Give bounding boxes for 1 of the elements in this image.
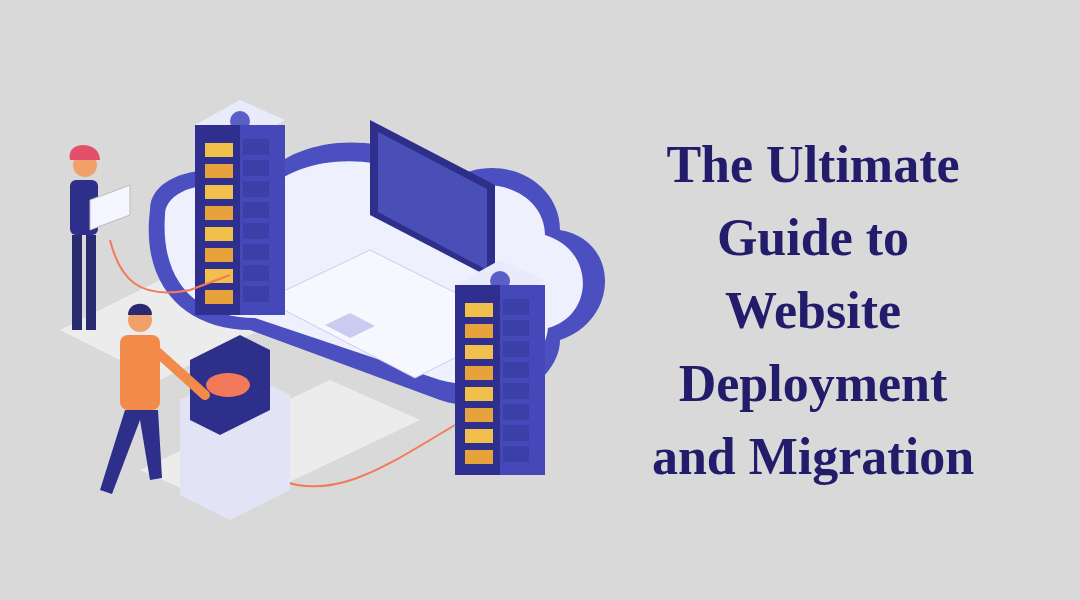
title: The Ultimate Guide to Website Deployment and Migration [650, 135, 976, 487]
